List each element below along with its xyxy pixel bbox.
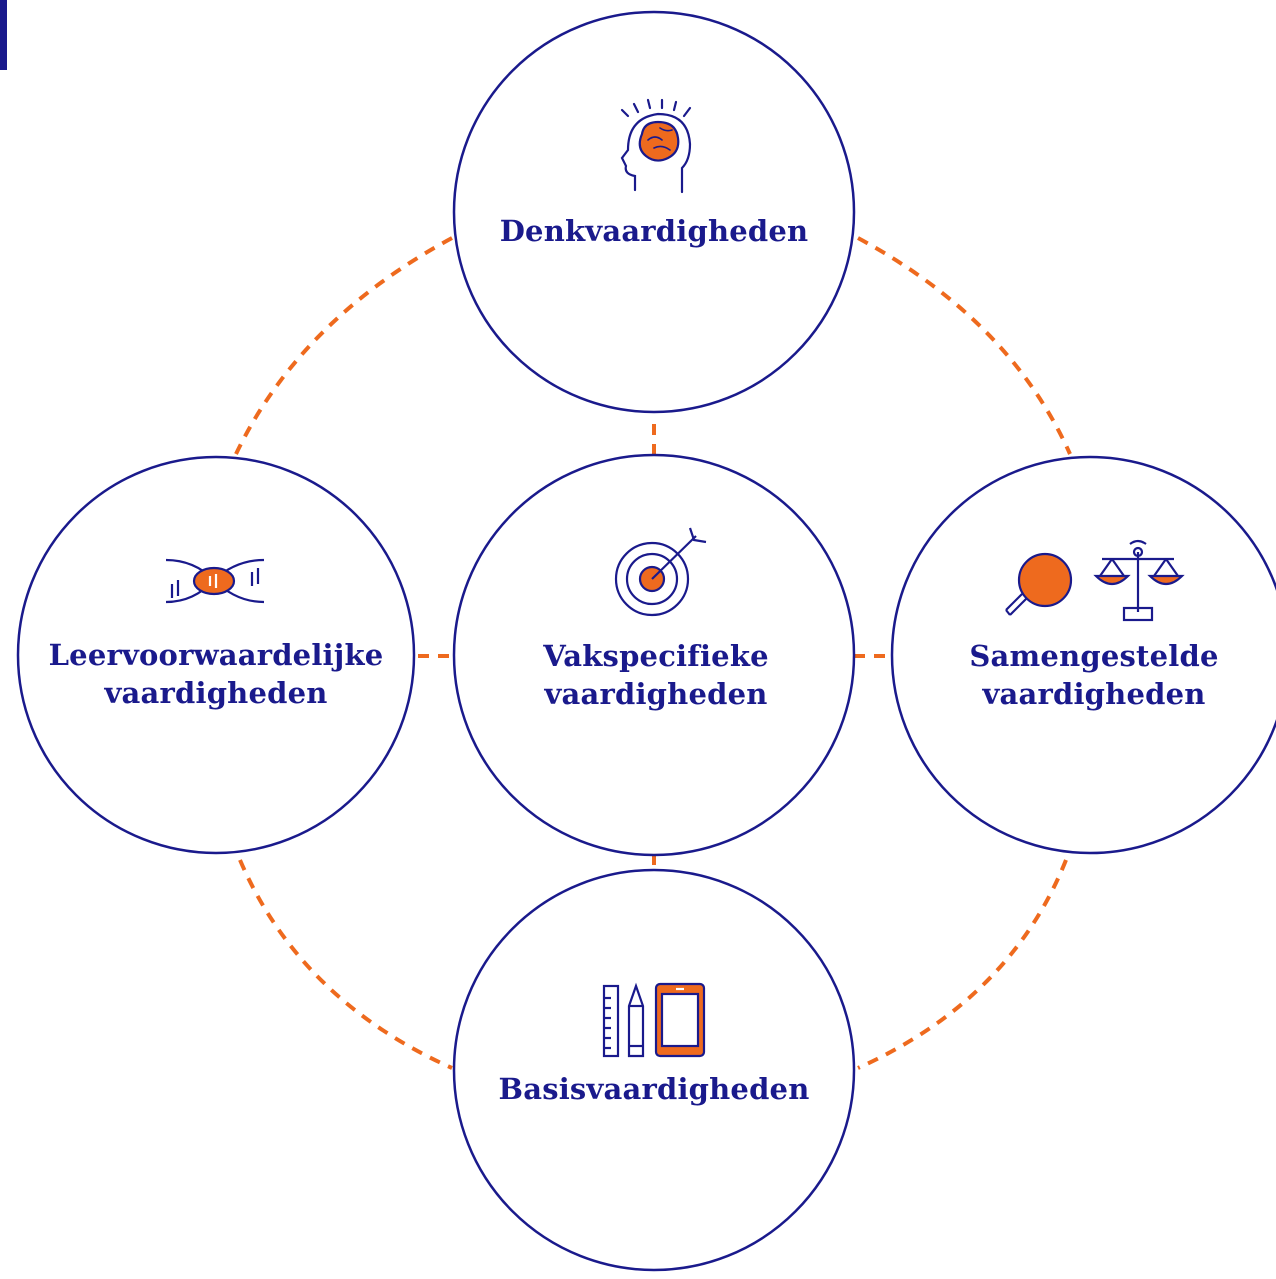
label-line: Samengestelde (969, 639, 1219, 673)
brain-head-icon (620, 98, 692, 194)
circle-left (16, 455, 416, 855)
label-samengestelde: Samengestelde vaardigheden (969, 637, 1218, 713)
label-line: vaardigheden (104, 676, 328, 710)
label-line: Basisvaardigheden (498, 1072, 810, 1106)
label-basisvaardigheden: Basisvaardigheden (498, 1070, 809, 1108)
connector-bottom-right (857, 859, 1068, 1070)
label-line: vaardigheden (544, 677, 768, 711)
label-line: vaardigheden (982, 677, 1206, 711)
connector-top-left (234, 236, 453, 455)
corner-accent-block (0, 0, 7, 70)
circle-bottom (452, 868, 856, 1272)
label-line: Leervoorwaardelijke (48, 638, 384, 672)
circle-right (890, 455, 1276, 855)
label-line: Denkvaardigheden (499, 214, 809, 248)
circle-top (452, 10, 856, 414)
connector-lines (234, 236, 1072, 1070)
label-line: Vakspecifieke (543, 639, 769, 673)
label-vakspecifieke: Vakspecifieke vaardigheden (543, 637, 769, 713)
connector-bottom-left (238, 859, 453, 1070)
ruler-pencil-tablet-icon (602, 982, 706, 1058)
magnifier-scales-icon (1005, 539, 1185, 622)
connector-top-right (857, 236, 1072, 455)
dna-helix-icon (165, 558, 265, 604)
label-denkvaardigheden: Denkvaardigheden (500, 212, 809, 250)
target-arrow-icon (614, 527, 707, 617)
label-leervoorwaardelijke: Leervoorwaardelijke vaardigheden (49, 636, 384, 712)
circle-center (452, 453, 856, 857)
